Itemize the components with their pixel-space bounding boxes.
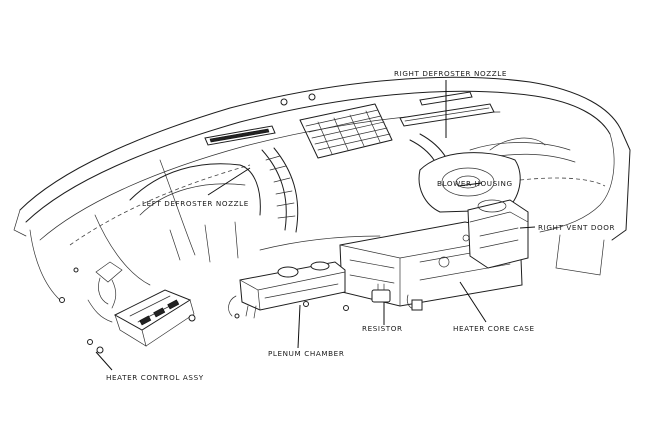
label-resistor: RESISTOR — [362, 324, 403, 333]
label-right-defroster-nozzle: RIGHT DEFROSTER NOZZLE — [394, 69, 507, 78]
label-plenum-chamber: PLENUM CHAMBER — [268, 349, 344, 358]
right-defroster-nozzle — [399, 91, 495, 127]
dashboard-outline — [13, 76, 631, 301]
resistor — [371, 283, 423, 311]
label-right-vent-door: RIGHT VENT DOOR — [538, 223, 615, 232]
leader-lines — [95, 80, 536, 371]
label-heater-core-case: HEATER CORE CASE — [453, 324, 535, 333]
heater-control-assy — [87, 261, 196, 354]
label-heater-control-assy: HEATER CONTROL ASSY — [106, 373, 204, 382]
plenum-chamber — [228, 261, 346, 319]
center-vent-grille — [299, 103, 393, 159]
label-left-defroster-nozzle: LEFT DEFROSTER NOZZLE — [142, 199, 249, 208]
blower-housing — [418, 137, 546, 213]
left-defroster-nozzle — [204, 125, 276, 146]
label-blower-housing: BLOWER HOUSING — [437, 179, 513, 188]
right-vent-door — [467, 199, 529, 269]
fasteners — [59, 93, 349, 319]
